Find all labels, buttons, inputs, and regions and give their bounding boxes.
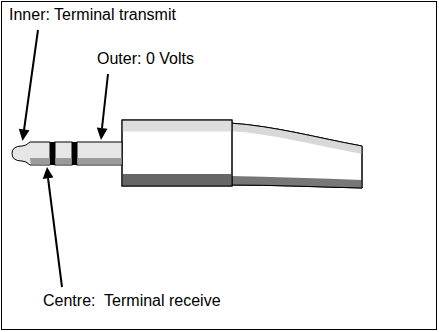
insulator-ring xyxy=(50,142,55,165)
leader-line xyxy=(102,74,108,128)
body-highlight xyxy=(123,121,232,132)
leader-line xyxy=(24,30,38,130)
arrowhead xyxy=(43,167,54,179)
leader-arrows xyxy=(19,30,108,287)
arrowhead xyxy=(97,128,108,140)
callout-label: Inner: Terminal transmit xyxy=(8,6,177,24)
insulator-ring xyxy=(72,142,77,165)
cable-outline xyxy=(230,123,362,188)
sleeve-shade xyxy=(78,158,122,165)
leader-line xyxy=(48,178,62,287)
ring-shade xyxy=(56,158,72,165)
cable-highlight xyxy=(230,123,362,154)
arrowhead xyxy=(19,129,30,141)
tip-contact xyxy=(12,142,50,165)
body-shadow xyxy=(123,174,232,186)
ring-contact xyxy=(55,142,72,165)
plug-body xyxy=(122,120,232,186)
callout-label: Centre: Terminal receive xyxy=(42,292,222,310)
callout-label: Outer: 0 Volts xyxy=(96,50,195,68)
frame xyxy=(2,2,437,330)
sleeve xyxy=(77,142,122,165)
tip-shade xyxy=(30,158,50,165)
cable xyxy=(230,123,362,188)
plug-body-outline xyxy=(122,120,232,186)
